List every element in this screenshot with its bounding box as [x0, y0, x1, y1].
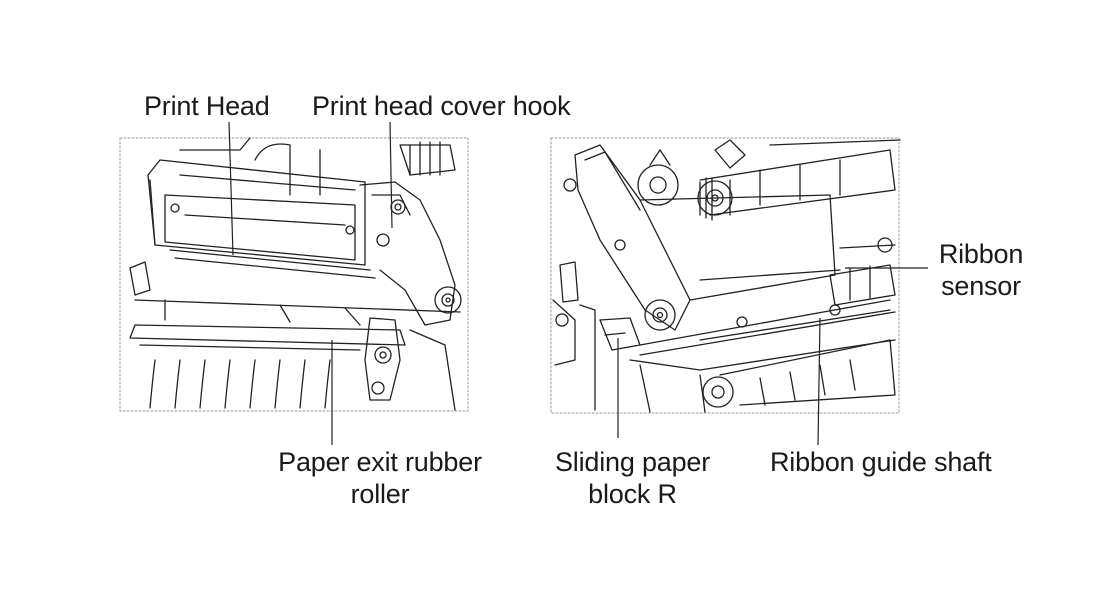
guide-shaft-text: Ribbon guide shaft — [770, 447, 992, 477]
label-sliding-block: Sliding paper block R — [545, 446, 720, 510]
label-ribbon-sensor: Ribbon sensor — [926, 238, 1036, 302]
print-head-text: Print Head — [144, 91, 270, 121]
guide-shaft-leader — [817, 317, 821, 446]
left-illustration — [119, 137, 469, 412]
sliding-block-text-2: block R — [588, 479, 677, 509]
exit-roller-text-1: Paper exit rubber — [278, 447, 482, 477]
right-illustration — [550, 137, 901, 414]
ribbon-sensor-text-1: Ribbon — [938, 239, 1024, 269]
left-frame — [119, 137, 469, 412]
right-frame — [550, 137, 900, 414]
sliding-block-text-1: Sliding paper — [554, 447, 710, 477]
left-leader-lines — [228, 121, 393, 445]
exit-roller-text-2: roller — [350, 479, 410, 509]
right-leader-lines — [617, 267, 928, 446]
cover-hook-text: Print head cover hook — [312, 91, 571, 121]
label-exit-roller: Paper exit rubber roller — [270, 446, 490, 510]
label-print-head: Print Head — [144, 90, 270, 122]
label-guide-shaft: Ribbon guide shaft — [770, 446, 992, 478]
print-head-leader — [228, 121, 234, 256]
cover-hook-leader — [389, 121, 393, 229]
label-cover-hook: Print head cover hook — [312, 90, 571, 122]
ribbon-sensor-text-2: sensor — [941, 271, 1021, 301]
